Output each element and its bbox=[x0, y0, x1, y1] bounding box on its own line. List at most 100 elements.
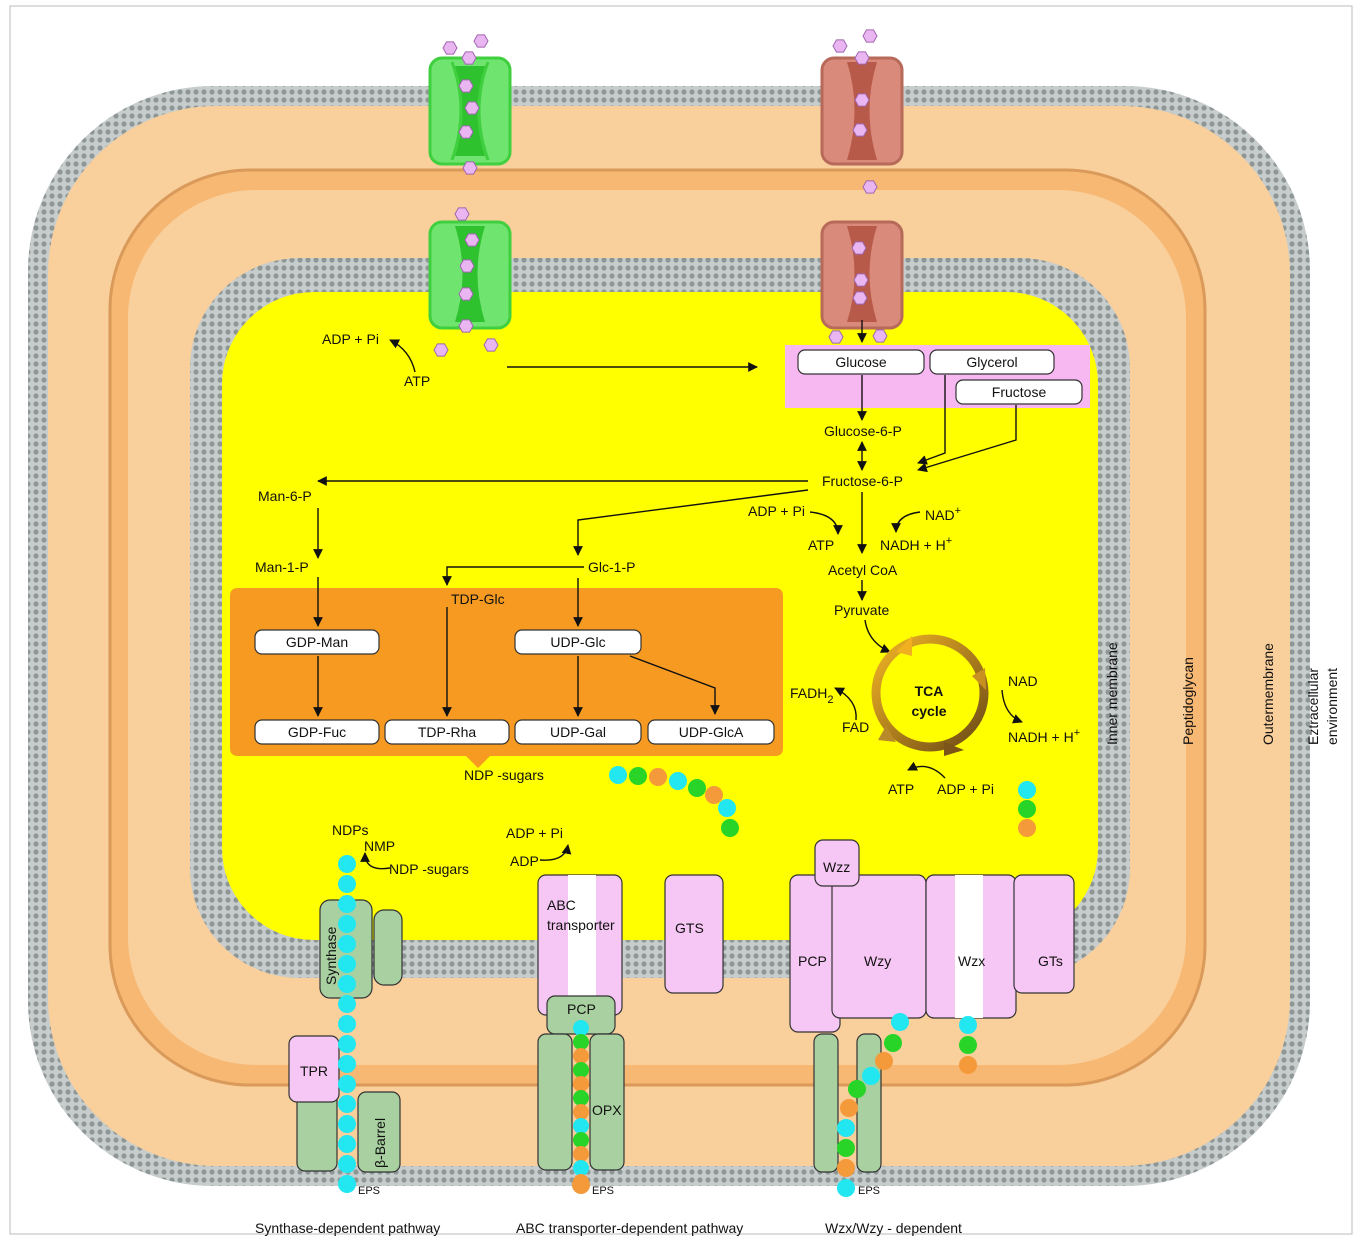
sugar-bead bbox=[609, 766, 627, 784]
wzx-caption: Wzx/Wzy - dependent bbox=[825, 1220, 962, 1236]
sugar-bead bbox=[338, 895, 356, 913]
svg-text:ATP: ATP bbox=[404, 373, 430, 389]
sugar-bead bbox=[338, 855, 356, 873]
sugar-bead bbox=[573, 1048, 589, 1064]
sugar-bead bbox=[338, 1035, 356, 1053]
polysaccharide-beads bbox=[338, 766, 1036, 1197]
svg-text:GDP-Fuc: GDP-Fuc bbox=[288, 724, 346, 740]
udp-gal-box: UDP-Gal bbox=[514, 719, 642, 745]
svg-text:Wzy: Wzy bbox=[864, 953, 891, 969]
sugar-hexagon bbox=[483, 338, 499, 352]
gts-protein bbox=[664, 874, 724, 994]
sugar-bead bbox=[629, 767, 647, 785]
sugar-hexagon bbox=[458, 319, 474, 333]
peptidoglycan-label: Peptidoglycan bbox=[1180, 657, 1196, 745]
svg-text:GTS: GTS bbox=[675, 920, 704, 936]
extracellular-label-1: Eztracellular bbox=[1305, 668, 1321, 745]
sugar-bead bbox=[573, 1104, 589, 1120]
svg-text:GDP-Man: GDP-Man bbox=[286, 634, 348, 650]
glycerol-box: Glycerol bbox=[929, 349, 1055, 375]
svg-text:TDP-Rha: TDP-Rha bbox=[418, 724, 477, 740]
sugar-bead bbox=[338, 1115, 356, 1133]
sugar-hexagon bbox=[862, 29, 878, 43]
sugar-hexagon bbox=[461, 51, 477, 65]
svg-text:Glucose-6-P: Glucose-6-P bbox=[824, 423, 902, 439]
sugar-bead bbox=[840, 1099, 858, 1117]
udp-glc-box: UDP-Glc bbox=[514, 629, 642, 655]
gdp-man-box: GDP-Man bbox=[254, 629, 380, 655]
sugar-hexagon bbox=[473, 34, 489, 48]
sugar-hexagon bbox=[442, 41, 458, 55]
svg-text:NAD+: NAD+ bbox=[925, 505, 961, 523]
svg-text:ATP: ATP bbox=[808, 537, 834, 553]
sugar-hexagon bbox=[862, 180, 878, 194]
sugar-molecules bbox=[433, 29, 888, 357]
sugar-bead bbox=[338, 1135, 356, 1153]
svg-text:GTs: GTs bbox=[1038, 953, 1063, 969]
wzz-protein bbox=[814, 839, 860, 887]
sugar-hexagon bbox=[854, 51, 870, 65]
sugar-bead bbox=[338, 995, 356, 1013]
sugar-bead bbox=[573, 1090, 589, 1106]
svg-text:FADH2: FADH2 bbox=[790, 685, 833, 706]
beta-barrel-protein bbox=[357, 1091, 401, 1173]
udp-glca-box: UDP-GlcA bbox=[647, 719, 775, 745]
svg-text:transporter: transporter bbox=[547, 917, 615, 933]
sugar-bead bbox=[338, 1055, 356, 1073]
inner-membrane-label: Inner membrane bbox=[1104, 642, 1120, 745]
svg-text:UDP-GlcA: UDP-GlcA bbox=[679, 724, 744, 740]
abc-pathway: ABC transporter GTS PCP OPX ADP + Pi ADP… bbox=[506, 825, 743, 1236]
sugar-bead bbox=[338, 1075, 356, 1093]
glucose-box: Glucose bbox=[797, 349, 925, 375]
extracellular-label-2: environment bbox=[1324, 668, 1340, 745]
sugar-hexagon bbox=[853, 273, 869, 287]
sugar-bead bbox=[959, 1036, 977, 1054]
sugar-hexagon bbox=[872, 329, 888, 343]
sugar-bead bbox=[573, 1146, 589, 1162]
svg-text:Fructose: Fructose bbox=[992, 384, 1047, 400]
sugar-hexagon bbox=[458, 125, 474, 139]
sugar-bead bbox=[862, 1067, 880, 1085]
red-transporter-outer bbox=[820, 56, 904, 166]
svg-text:EPS: EPS bbox=[592, 1185, 614, 1197]
sugar-bead bbox=[1018, 800, 1036, 818]
sugar-bead bbox=[837, 1179, 855, 1197]
opx-protein bbox=[537, 1033, 573, 1171]
sugar-hexagon bbox=[433, 343, 449, 357]
svg-text:Wzx: Wzx bbox=[958, 953, 985, 969]
sugar-bead bbox=[338, 1155, 356, 1173]
svg-text:FAD: FAD bbox=[842, 719, 869, 735]
sugar-bead bbox=[721, 819, 739, 837]
wzy-protein bbox=[831, 874, 927, 1019]
sugar-bead bbox=[891, 1013, 909, 1031]
svg-text:Glucose: Glucose bbox=[835, 354, 887, 370]
svg-text:Pyruvate: Pyruvate bbox=[834, 602, 889, 618]
sugar-bead bbox=[649, 768, 667, 786]
sugar-hexagon bbox=[458, 79, 474, 93]
svg-text:NDPs: NDPs bbox=[332, 822, 369, 838]
sugar-bead bbox=[718, 799, 736, 817]
sugar-bead bbox=[573, 1076, 589, 1092]
sugar-bead bbox=[338, 1095, 356, 1113]
tpr-protein bbox=[288, 1035, 340, 1103]
svg-text:ATP: ATP bbox=[888, 781, 914, 797]
sugar-hexagon bbox=[464, 233, 480, 247]
svg-text:ABC: ABC bbox=[547, 897, 576, 913]
sugar-bead bbox=[837, 1139, 855, 1157]
svg-text:OPX: OPX bbox=[592, 1102, 622, 1118]
sugar-bead bbox=[338, 935, 356, 953]
sugar-bead bbox=[688, 779, 706, 797]
sugar-hexagon bbox=[828, 330, 844, 344]
fructose-box: Fructose bbox=[955, 379, 1083, 405]
sugar-bead bbox=[884, 1034, 902, 1052]
wzx-gts-protein bbox=[1013, 874, 1075, 994]
svg-text:Glc-1-P: Glc-1-P bbox=[588, 559, 635, 575]
svg-text:NADH + H+: NADH + H+ bbox=[1008, 727, 1080, 745]
synthase-caption: Synthase-dependent pathway bbox=[255, 1220, 440, 1236]
sugar-hexagon bbox=[852, 291, 868, 305]
svg-text:Acetyl CoA: Acetyl CoA bbox=[828, 562, 898, 578]
wzx-pathway: PCP Wzy Wzz Wzx GTs EPS Wzx/Wzy - depend… bbox=[789, 839, 1075, 1236]
sugar-bead bbox=[573, 1062, 589, 1078]
